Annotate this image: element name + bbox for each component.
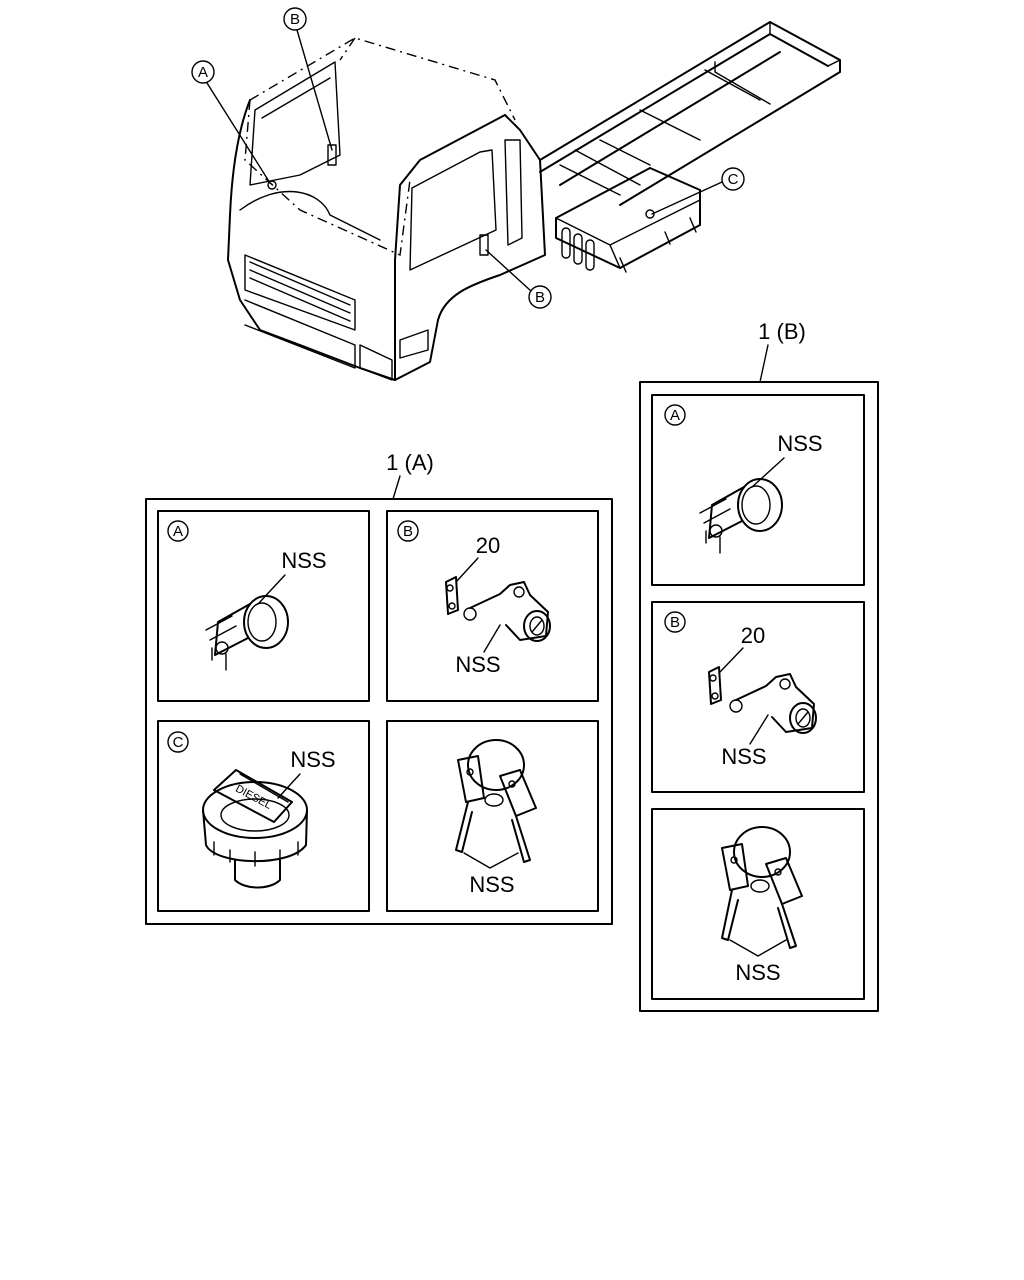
svg-text:B: B <box>290 11 300 28</box>
truck-illustration: A B B C <box>191 7 841 381</box>
group-1a: 1 (A) A NSS B 20 NSS <box>145 450 613 925</box>
key-ring-icon <box>455 739 537 863</box>
svg-text:20: 20 <box>741 623 765 648</box>
fuel-tank <box>555 167 701 273</box>
svg-text:NSS: NSS <box>721 744 766 769</box>
key-ring-icon <box>721 826 803 949</box>
svg-text:NSS: NSS <box>455 652 500 677</box>
callout-b-top: B <box>283 7 333 151</box>
door-lock-cylinder-icon <box>205 595 289 671</box>
group-1b: 1 (B) A NSS B 20 NSS <box>639 319 879 1012</box>
svg-text:NSS: NSS <box>777 431 822 456</box>
group-1b-panel-a: A NSS <box>651 394 865 586</box>
svg-text:B: B <box>403 523 413 540</box>
group-1a-panel-c: C NSS DIESEL <box>157 720 370 912</box>
fuel-cap-icon: DIESEL <box>202 769 308 889</box>
truck-cab <box>227 37 546 381</box>
group-1a-panel-b: B 20 NSS <box>386 510 599 702</box>
group-1b-panel-b: B 20 NSS <box>651 601 865 793</box>
svg-text:A: A <box>670 407 680 424</box>
svg-text:A: A <box>198 64 208 81</box>
callout-c: C <box>651 167 745 215</box>
group-1b-title: 1 (B) <box>758 319 806 344</box>
svg-text:NSS: NSS <box>290 747 335 772</box>
svg-text:C: C <box>173 734 184 751</box>
group-1a-panel-keys: NSS <box>386 720 599 912</box>
lock-clip-icon <box>445 576 459 615</box>
svg-text:NSS: NSS <box>735 960 780 985</box>
group-1b-panel-keys: NSS <box>651 808 865 1000</box>
lock-clip-icon <box>708 666 722 705</box>
svg-text:B: B <box>535 289 545 306</box>
callout-b-door: B <box>485 249 552 309</box>
svg-text:B: B <box>670 614 680 631</box>
group-1a-panel-a: A NSS <box>157 510 370 702</box>
svg-text:NSS: NSS <box>469 872 514 897</box>
svg-text:NSS: NSS <box>281 548 326 573</box>
callout-a: A <box>191 60 271 184</box>
door-lock-icon <box>463 581 551 642</box>
chassis-frame <box>539 21 841 206</box>
svg-text:C: C <box>728 171 739 188</box>
door-lock-cylinder-icon <box>699 478 783 554</box>
svg-text:A: A <box>173 523 183 540</box>
group-1a-title: 1 (A) <box>386 450 434 475</box>
svg-text:20: 20 <box>476 533 500 558</box>
door-lock-icon <box>729 673 817 734</box>
